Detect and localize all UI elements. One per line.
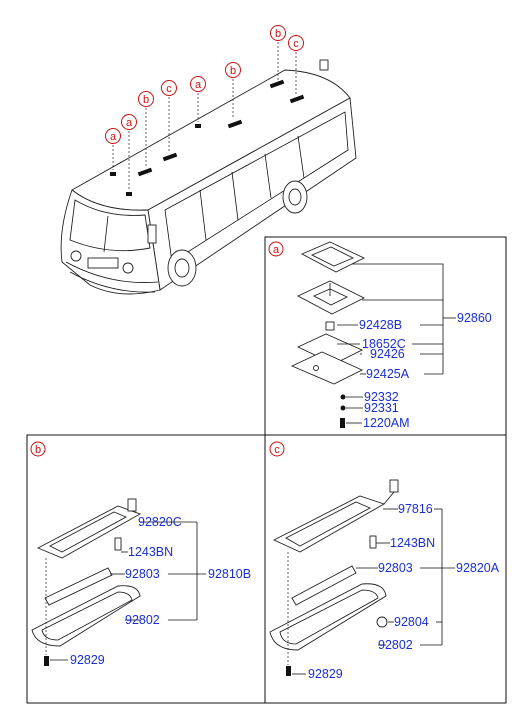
roof-lamp-b3 (269, 79, 285, 89)
overview-callout: a (110, 131, 117, 143)
part-label: 92829 (70, 653, 105, 667)
roof-lamp-b1 (137, 167, 153, 177)
part-label: 1243BN (390, 536, 435, 550)
callout-leaders (112, 42, 297, 190)
overview-callout: b (275, 28, 281, 40)
overview-callout: c (293, 38, 299, 50)
overview-callout: c (166, 83, 172, 95)
part-label: 92803 (125, 567, 160, 581)
part-label: 92425A (366, 367, 410, 381)
part-label: 92332 (364, 390, 399, 404)
part-label: 1220AM (363, 416, 410, 430)
roof-lamp-b2 (227, 119, 243, 129)
roof-lamp-c2 (289, 94, 305, 104)
part-label: 92802 (125, 613, 160, 627)
part-label: 92803 (378, 561, 413, 575)
panel-c: c 97816 1243BN 92803 92820A 9280 (264, 434, 507, 704)
panel-c-badge: c (274, 444, 280, 456)
bus-illustration (60, 59, 357, 295)
roof-lamp-a2 (126, 192, 132, 196)
part-label: 92804 (394, 615, 429, 629)
panel-a-badge: a (273, 244, 280, 256)
overview-callouts: a a b c a b b c (105, 25, 304, 144)
part-label: 92820C (138, 515, 182, 529)
roof-lamp-a1 (110, 172, 116, 176)
part-label: 1243BN (128, 545, 173, 559)
part-label: 92426 (370, 347, 405, 361)
panel-a: a 92860 92428B (264, 236, 507, 436)
panel-b-badge: b (35, 444, 41, 456)
part-label: 97816 (398, 502, 433, 516)
panel-b: b 92820C 1243BN 92803 92810B 92802 92829 (26, 434, 266, 704)
overview-callout: b (230, 65, 236, 77)
part-label: 18652C (362, 337, 406, 351)
part-label: 92860 (457, 311, 492, 325)
overview-callout: a (126, 117, 133, 129)
part-label: 92820A (456, 561, 500, 575)
roof-lamp-c1 (162, 152, 178, 162)
part-label: 92331 (364, 401, 399, 415)
roof-lamp-a3 (195, 124, 201, 128)
part-label: 92829 (308, 667, 343, 681)
part-label: 92428B (359, 318, 402, 332)
part-label: 92810B (208, 567, 251, 581)
overview-callout: a (195, 79, 202, 91)
part-label: 92802 (378, 638, 413, 652)
overview-callout: b (143, 94, 149, 106)
